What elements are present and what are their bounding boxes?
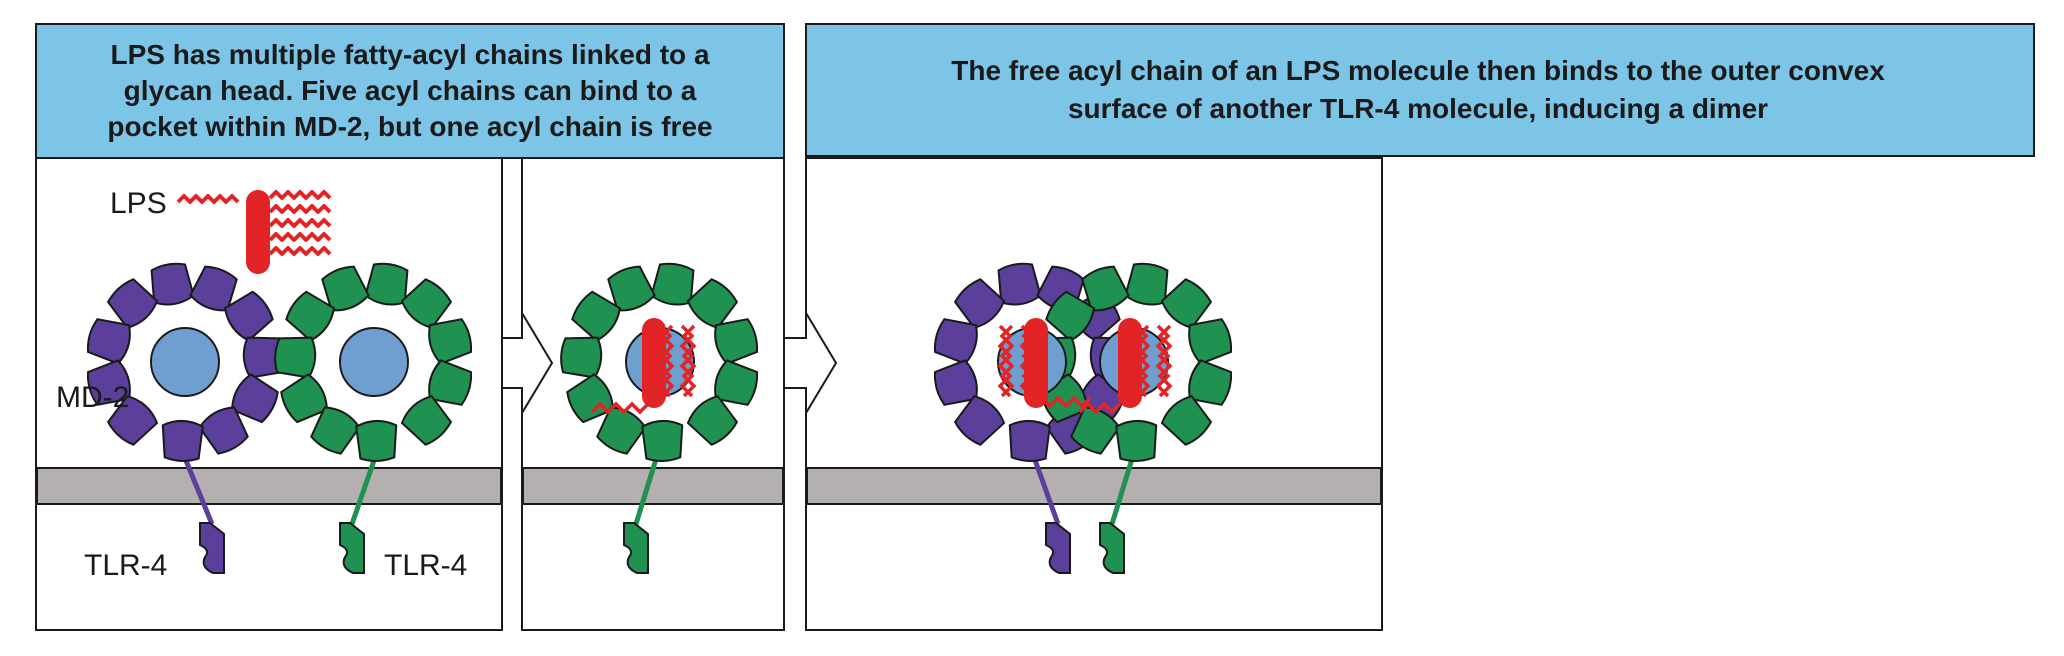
lps-dimer-left-free-chain [1040,395,1092,409]
lps-dimer-left [998,318,1092,409]
arrow-2-icon [783,309,838,417]
arrow-1-icon [501,309,554,417]
header-left-line-2: glycan head. Five acyl chains can bind t… [124,75,697,106]
lps-free-chain [176,194,240,204]
lps-dimer-right-free-chain [1078,401,1122,415]
md2-purple [150,327,220,397]
tlr4-dimer [931,261,1234,574]
lps-chain [268,204,332,214]
lps-free-chain-2 [590,401,650,415]
header-right-line-2: surface of another TLR-4 molecule, induc… [1068,93,1768,124]
lps-dimer-right [1078,318,1172,415]
tlr4-label-left: TLR-4 [84,549,167,582]
tlr4-dimer-purple-intracellular [1045,522,1071,574]
lps-molecule [176,190,332,274]
tlr4-green-intracellular [339,522,365,574]
tlr4-green [274,261,475,574]
lps-dimer-left-head [1024,318,1048,408]
header-left-line-1: LPS has multiple fatty-acyl chains linke… [110,39,709,70]
lps-chain [268,232,332,242]
lps-chain [268,218,332,228]
tlr4-purple [84,261,285,574]
md2-label: MD-2 [56,381,129,414]
tlr4-label-right: TLR-4 [384,549,467,582]
lps-glycan-head-2 [642,318,666,408]
lps-chain [268,190,332,200]
tlr4-purple-intracellular [199,522,225,574]
lps-bound-2 [590,318,696,415]
lps-chain [268,246,332,256]
md2-green [339,327,409,397]
membrane-panel-3 [806,467,1382,505]
header-right-line-1: The free acyl chain of an LPS molecule t… [951,55,1885,86]
lps-dimer-right-head [1118,318,1142,408]
tlr4-green-intracellular-2 [623,522,649,574]
membrane-panel-1 [36,467,502,505]
lps-glycan-head [246,190,270,274]
tlr4-green-lps-bound [560,261,761,574]
lps-label: LPS [110,187,167,220]
tlr4-dimer-green-intracellular [1099,522,1125,574]
header-left-line-3: pocket within MD-2, but one acyl chain i… [107,111,712,142]
header-left-box [35,23,785,159]
header-right-box [805,23,2035,157]
